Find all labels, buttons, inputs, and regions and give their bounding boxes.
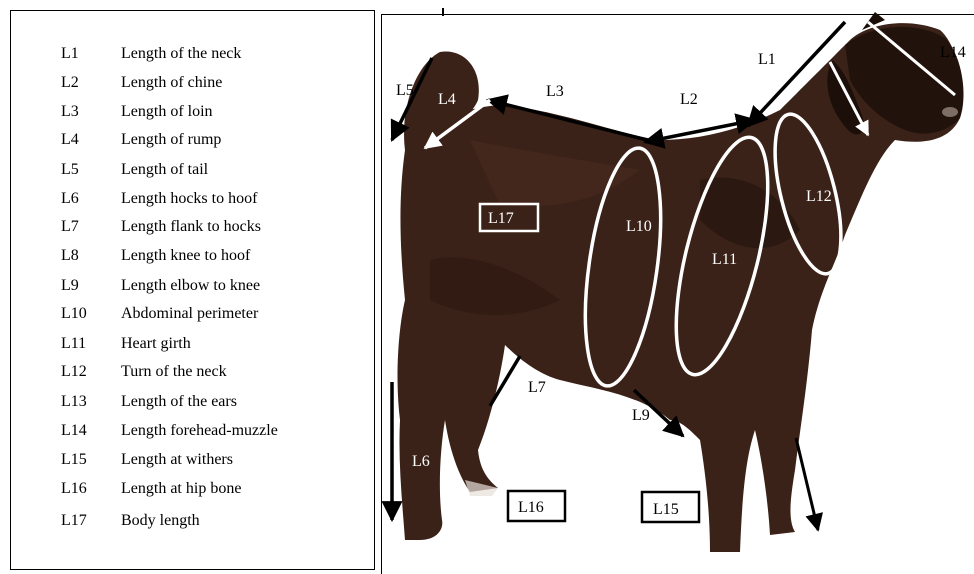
- arrow-l8: [796, 438, 818, 530]
- label-l9: L9: [632, 407, 650, 424]
- label-l5: L5: [396, 82, 414, 99]
- label-l4: L4: [438, 91, 456, 108]
- label-l8: L8: [808, 453, 826, 470]
- label-l7: L7: [528, 379, 546, 396]
- label-l12: L12: [806, 188, 832, 205]
- label-l17: L17: [488, 210, 514, 227]
- goat-diagram: L1 L2 L3 L4 L5 L6 L7 L8 L9 L10 L11 L12 L…: [0, 0, 974, 552]
- label-l6: L6: [412, 453, 430, 470]
- label-l10: L10: [626, 218, 652, 235]
- label-l3: L3: [546, 83, 564, 100]
- label-l15: L15: [653, 501, 679, 518]
- label-l2: L2: [680, 91, 698, 108]
- label-l1: L1: [758, 51, 776, 68]
- label-l11: L11: [712, 251, 737, 268]
- label-l14: L14: [940, 44, 966, 61]
- label-l16: L16: [518, 499, 544, 516]
